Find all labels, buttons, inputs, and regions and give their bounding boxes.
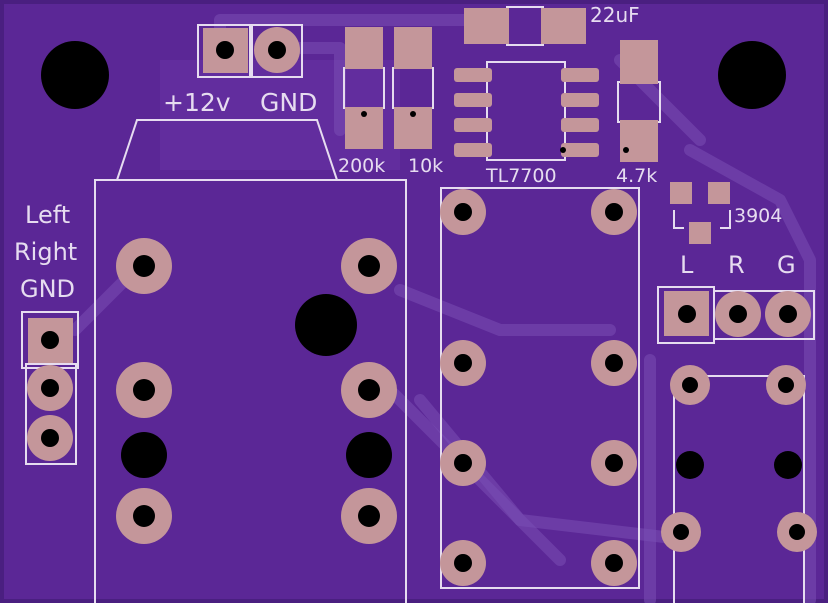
power-plus-label: +12v bbox=[163, 88, 231, 117]
transistor-3904-label: 3904 bbox=[734, 205, 782, 227]
power-connector bbox=[197, 24, 303, 78]
capacitor-22uf bbox=[464, 6, 586, 46]
gnd-label: GND bbox=[20, 275, 75, 303]
resistor-4-7k bbox=[617, 40, 661, 162]
mounting-hole-center bbox=[295, 294, 357, 356]
res-4-7k-label: 4.7k bbox=[616, 165, 657, 187]
ic-tl7700 bbox=[454, 61, 599, 161]
power-gnd-label: GND bbox=[260, 88, 317, 117]
resistor-10k bbox=[392, 27, 434, 149]
res-10k-label: 10k bbox=[408, 155, 443, 177]
copper-traces bbox=[69, 14, 816, 603]
conn-r-label: R bbox=[728, 251, 745, 279]
res-200k-label: 200k bbox=[338, 155, 385, 177]
mounting-hole-left bbox=[41, 41, 109, 109]
conn-g-label: G bbox=[777, 251, 796, 279]
mounting-hole-right bbox=[718, 41, 786, 109]
conn-l-label: L bbox=[680, 251, 694, 279]
ic-tl7700-label: TL7700 bbox=[485, 165, 557, 187]
resistor-200k bbox=[343, 27, 385, 149]
cap-22uf-label: 22uF bbox=[590, 3, 640, 27]
relay-footprint bbox=[440, 187, 640, 589]
switch-footprint bbox=[661, 365, 817, 603]
right-label: Right bbox=[14, 238, 77, 266]
left-label: Left bbox=[25, 201, 70, 229]
transistor-3904 bbox=[670, 182, 731, 244]
lrg-connector bbox=[657, 286, 815, 344]
audio-header bbox=[21, 311, 79, 465]
audio-jack-footprint bbox=[94, 119, 407, 603]
